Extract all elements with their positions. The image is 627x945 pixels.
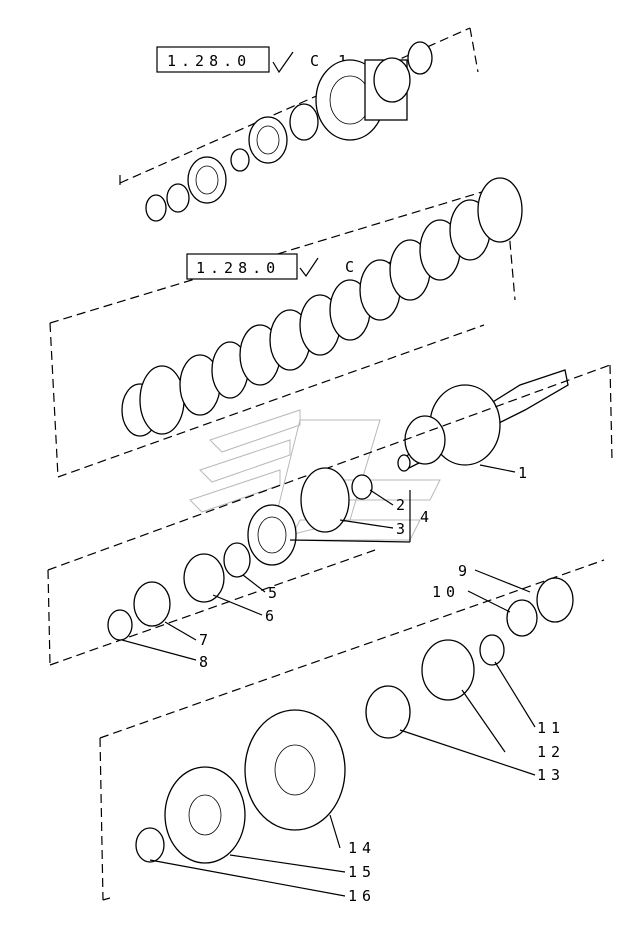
callout-5: 5 xyxy=(268,584,282,602)
callout-4: 4 xyxy=(420,508,434,526)
callout-14: 14 xyxy=(348,839,376,857)
reference-c1-code: 1.28.0 xyxy=(167,52,251,70)
callout-7: 7 xyxy=(199,631,213,649)
callout-3: 3 xyxy=(396,520,410,538)
callout-6: 6 xyxy=(265,607,279,625)
group-3-parts xyxy=(107,467,373,641)
callout-12: 12 xyxy=(537,743,565,761)
group-1-frame xyxy=(119,27,479,185)
reference-box-c1: 1.28.0 C 1 xyxy=(156,46,347,74)
callout-8: 8 xyxy=(199,653,213,671)
group-4-frame xyxy=(99,559,605,901)
callout-10: 10 xyxy=(432,583,460,601)
callout-1: 1 xyxy=(518,464,532,482)
group-2-parts xyxy=(121,177,523,437)
callout-16: 16 xyxy=(348,887,376,905)
callout-13: 13 xyxy=(537,766,565,784)
group-1-parts xyxy=(145,41,433,222)
group-4-parts xyxy=(135,577,574,864)
callout-11: 11 xyxy=(537,719,565,737)
leader-lines xyxy=(121,464,536,897)
callout-2: 2 xyxy=(396,496,410,514)
group-3-frame xyxy=(47,364,613,666)
callout-labels: 1 2 3 4 5 6 7 8 9 10 11 12 13 14 15 16 xyxy=(199,464,565,905)
shaft-part-1 xyxy=(397,369,569,472)
callout-9: 9 xyxy=(458,562,472,580)
callout-15: 15 xyxy=(348,863,376,881)
reference-c10-code: 1.28.0 xyxy=(196,259,280,277)
